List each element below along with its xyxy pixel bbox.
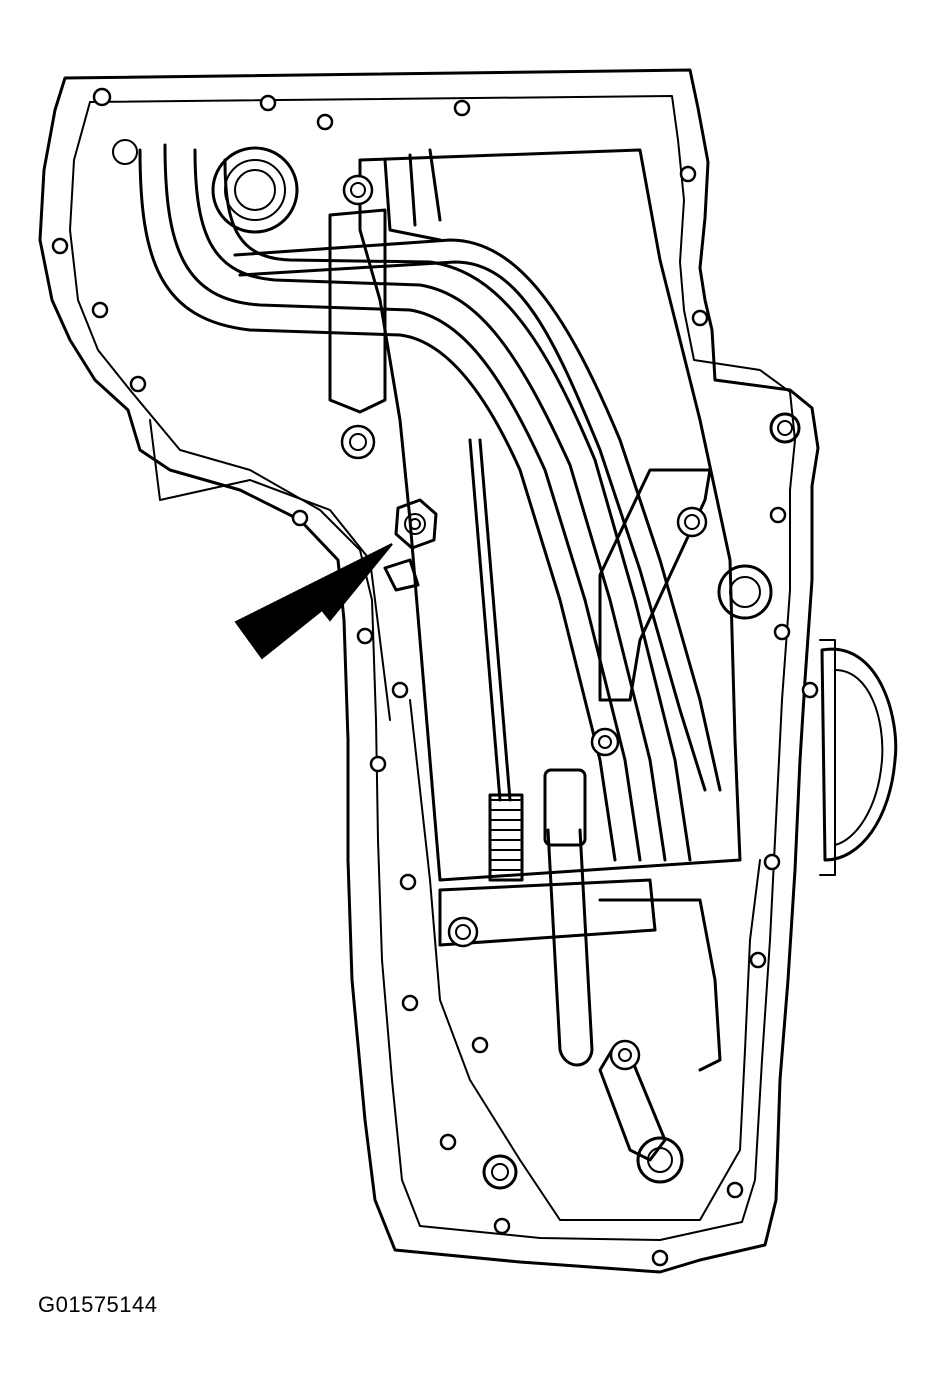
oil-pan-outer-outline [38, 68, 820, 1274]
filler-boss [211, 146, 299, 234]
bottom-boss [482, 1154, 518, 1190]
tube-bracket-right [590, 468, 712, 757]
solenoid-dome [819, 639, 898, 876]
tube-bracket-upper [328, 174, 387, 460]
center-oil-tube [543, 768, 594, 1067]
right-boss [717, 412, 801, 620]
detent-spring [468, 438, 524, 882]
lower-linkage [598, 1039, 684, 1184]
valve-body-housing [358, 148, 742, 882]
lower-bracket [438, 878, 722, 1072]
small-boss-top-left [112, 139, 138, 165]
gasket-flange-line [69, 95, 796, 1241]
pan-interior-contour [409, 699, 761, 1221]
oil-tubes [138, 143, 722, 862]
callout-arrow [234, 543, 393, 660]
figure-code: G01575144 [38, 1292, 158, 1317]
target-bolt [383, 498, 438, 592]
pan-interior-contour-left [149, 419, 391, 721]
flange-bolt-holes [51, 87, 819, 1267]
